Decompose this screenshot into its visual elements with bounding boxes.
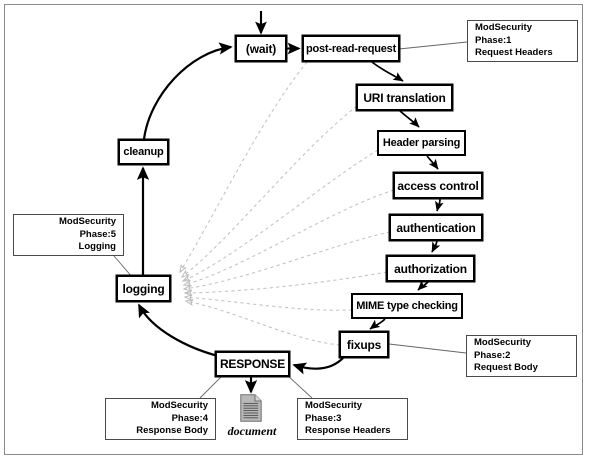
node-authentication-label: authentication — [396, 220, 476, 235]
node-response[interactable]: RESPONSE — [216, 352, 289, 376]
annotation-phase-2-line1: ModSecurity Phase:2 — [474, 337, 532, 361]
annotation-phase-1-line1: ModSecurity Phase:1 — [475, 22, 533, 46]
node-logging-label: logging — [122, 281, 165, 296]
node-authorization-label: authorization — [394, 261, 467, 276]
node-authentication[interactable]: authentication — [390, 215, 482, 240]
node-cleanup-label: cleanup — [123, 146, 164, 158]
node-wait[interactable]: (wait) — [236, 36, 286, 61]
annotation-phase-5-line2: Logging — [78, 241, 116, 253]
node-mime-type-checking[interactable]: MIME type checking — [352, 294, 462, 318]
document-page-icon — [240, 394, 262, 422]
node-response-label: RESPONSE — [219, 357, 286, 371]
node-access-control[interactable]: access control — [394, 173, 482, 198]
node-cleanup[interactable]: cleanup — [119, 140, 168, 164]
document-label: document — [227, 424, 277, 438]
annotation-phase-4-line1: ModSecurity Phase:4 — [150, 400, 208, 424]
node-fixups-label: fixups — [346, 337, 382, 352]
annotation-phase-3: ModSecurity Phase:3 Response Headers — [297, 398, 408, 440]
node-header-parsing[interactable]: Header parsing — [378, 131, 465, 155]
annotation-phase-2-line2: Request Body — [474, 362, 538, 374]
node-mime-type-checking-label: MIME type checking — [356, 300, 458, 312]
annotation-phase-5: ModSecurity Phase:5 Logging — [13, 214, 124, 256]
node-access-control-label: access control — [397, 178, 479, 193]
annotation-phase-1-line2: Request Headers — [475, 47, 553, 59]
node-wait-label: (wait) — [245, 41, 277, 56]
annotation-phase-1: ModSecurity Phase:1 Request Headers — [467, 20, 578, 62]
annotation-phase-5-line1: ModSecurity Phase:5 — [58, 216, 116, 240]
node-post-read-request[interactable]: post-read-request — [303, 36, 399, 61]
annotation-phase-3-line1: ModSecurity Phase:3 — [305, 400, 363, 424]
node-logging[interactable]: logging — [117, 276, 170, 301]
annotation-phase-2: ModSecurity Phase:2 Request Body — [466, 335, 577, 377]
node-uri-translation[interactable]: URI translation — [357, 85, 452, 110]
annotation-phase-4-line2: Response Body — [136, 425, 208, 437]
annotation-phase-4: ModSecurity Phase:4 Response Body — [105, 398, 216, 440]
node-authorization[interactable]: authorization — [387, 256, 474, 281]
node-fixups[interactable]: fixups — [340, 332, 388, 357]
node-header-parsing-label: Header parsing — [382, 137, 461, 149]
node-post-read-request-label: post-read-request — [305, 42, 397, 55]
node-uri-translation-label: URI translation — [363, 90, 446, 105]
annotation-phase-3-line2: Response Headers — [305, 425, 391, 437]
